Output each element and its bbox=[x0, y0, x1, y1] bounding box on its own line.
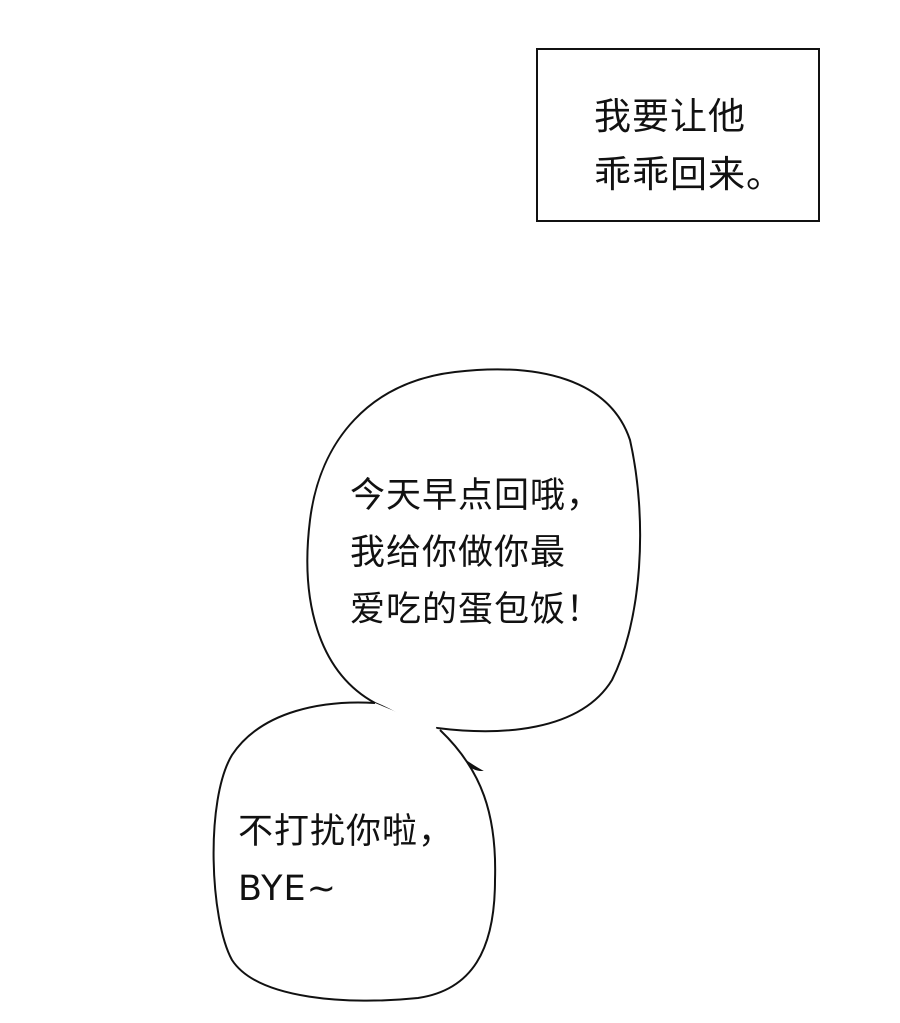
speech-bubble-bottom bbox=[212, 701, 497, 1002]
speech-line: 爱吃的蛋包饭！ bbox=[350, 590, 603, 630]
narration-line: 乖乖回来。 bbox=[594, 153, 784, 196]
speech-bubble-top-text: 今天早点回哦， 我给你做你最 爱吃的蛋包饭！ bbox=[350, 468, 602, 639]
speech-line: BYE~ bbox=[238, 869, 337, 909]
speech-line: 我给你做你最 bbox=[350, 533, 567, 573]
speech-bubble-bottom-text: 不打扰你啦， BYE~ bbox=[238, 804, 454, 918]
speech-line: 今天早点回哦， bbox=[350, 476, 603, 516]
narration-text: 我要让他 乖乖回来。 bbox=[594, 88, 784, 204]
narration-box: 我要让他 乖乖回来。 bbox=[536, 48, 820, 222]
narration-line: 我要让他 bbox=[594, 95, 746, 138]
speech-line: 不打扰你啦， bbox=[238, 812, 455, 852]
